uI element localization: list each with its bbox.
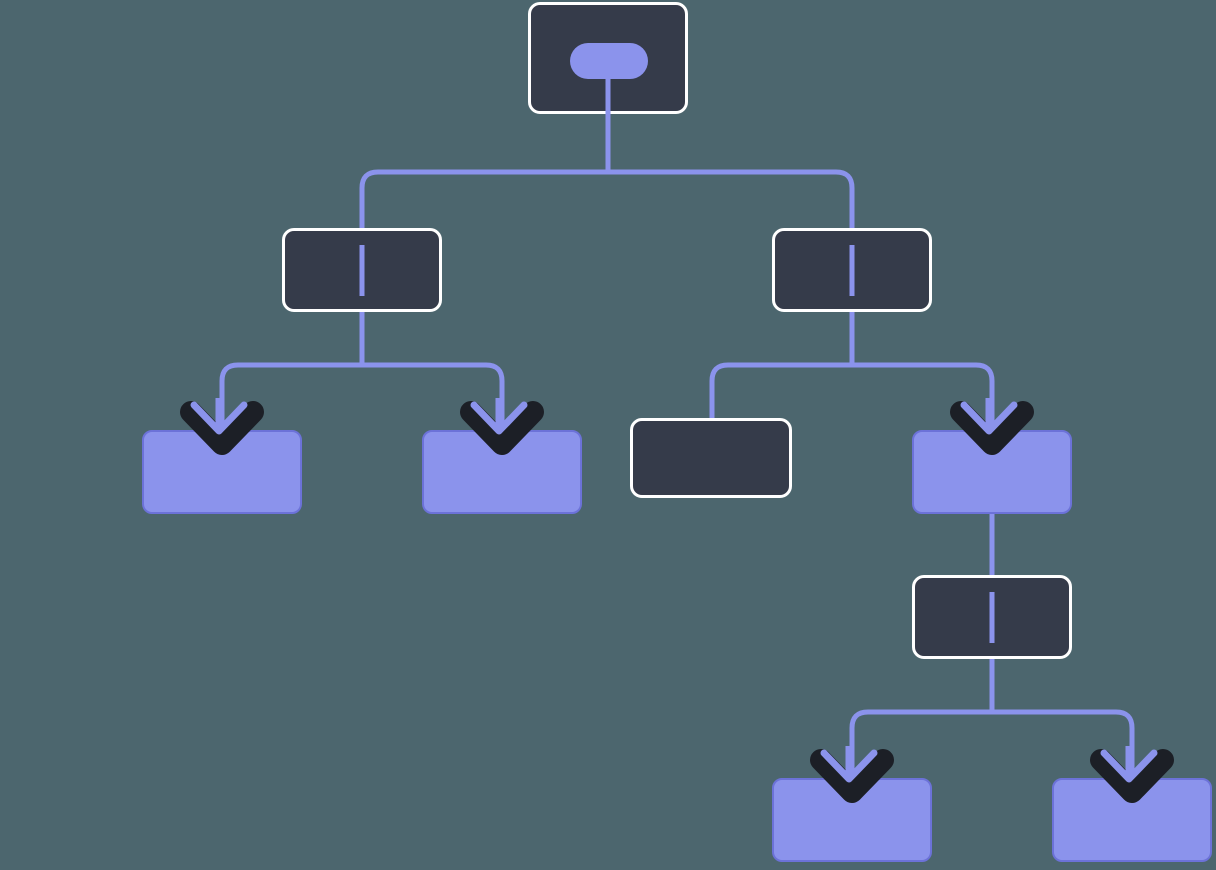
leaf-node-c[interactable] (772, 778, 932, 862)
terminal-dark-node[interactable] (630, 418, 792, 498)
level2-right-node[interactable] (772, 228, 932, 312)
leaf-node-d[interactable] (1052, 778, 1212, 862)
level2-left-node[interactable] (282, 228, 442, 312)
root-node[interactable] (528, 2, 688, 114)
level4-dark-node[interactable] (912, 575, 1072, 659)
root-node-pill (570, 43, 648, 79)
branch-purple-node[interactable] (912, 430, 1072, 514)
leaf-node-a[interactable] (142, 430, 302, 514)
leaf-node-b[interactable] (422, 430, 582, 514)
